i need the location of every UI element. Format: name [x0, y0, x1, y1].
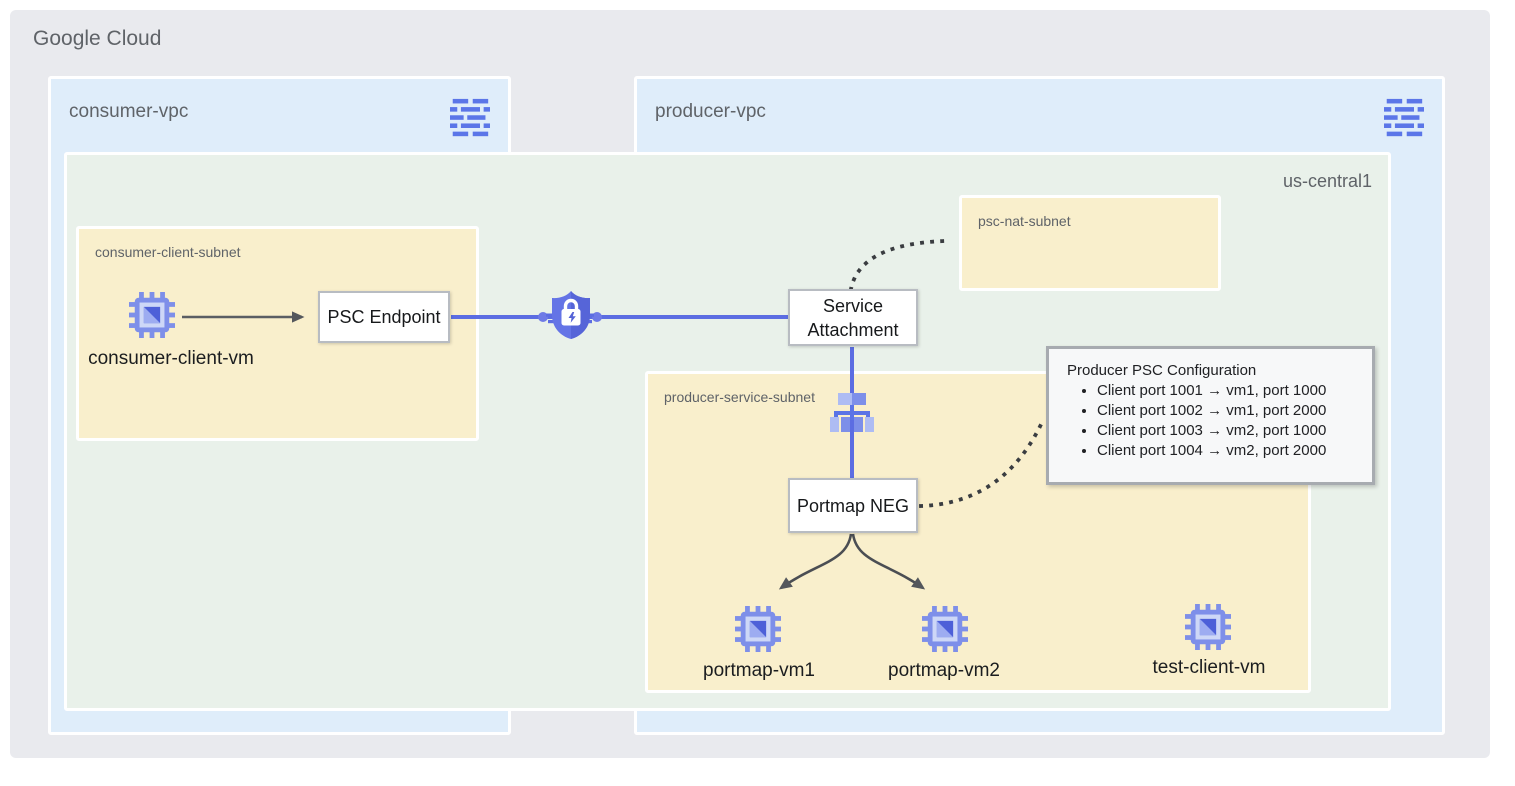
- producer-service-subnet-label: producer-service-subnet: [664, 389, 815, 405]
- region-label: us-central1: [1282, 171, 1372, 191]
- config-note-item: Client port 1004 → vm2, port 2000: [1097, 441, 1364, 461]
- config-note-list: Client port 1001 → vm1, port 1000 Client…: [1065, 381, 1364, 461]
- config-note-item: Client port 1001 → vm1, port 1000: [1097, 381, 1364, 401]
- portmap-vm1-label: portmap-vm1: [703, 660, 815, 681]
- vm-icon: [735, 606, 781, 652]
- network-icon: [1384, 97, 1424, 139]
- portmap-vm2-label: portmap-vm2: [888, 660, 1000, 681]
- load-balancer-icon: [828, 390, 876, 438]
- psc-endpoint-node: PSC Endpoint: [318, 291, 450, 343]
- config-note-item: Client port 1002 → vm1, port 2000: [1097, 401, 1364, 421]
- consumer-vpc-label: consumer-vpc: [69, 101, 189, 122]
- vm-icon: [129, 292, 175, 338]
- psc-nat-subnet-box: psc-nat-subnet: [959, 195, 1221, 291]
- consumer-client-subnet-label: consumer-client-subnet: [95, 244, 241, 260]
- config-note-item: Client port 1003 → vm2, port 1000: [1097, 421, 1364, 441]
- network-icon: [450, 97, 490, 139]
- portmap-neg-node: Portmap NEG: [788, 478, 918, 533]
- producer-psc-configuration-note: Producer PSC Configuration Client port 1…: [1046, 346, 1375, 485]
- consumer-client-vm-label: consumer-client-vm: [88, 348, 254, 369]
- vm-icon: [1185, 604, 1231, 650]
- vm-icon: [922, 606, 968, 652]
- google-cloud-title: Google Cloud: [33, 27, 162, 50]
- test-client-vm-label: test-client-vm: [1152, 657, 1266, 678]
- producer-vpc-label: producer-vpc: [655, 101, 766, 122]
- private-service-connect-shield-icon: [549, 289, 593, 341]
- psc-nat-subnet-label: psc-nat-subnet: [978, 213, 1071, 229]
- service-attachment-node: Service Attachment: [788, 289, 918, 346]
- config-note-title: Producer PSC Configuration: [1067, 362, 1257, 379]
